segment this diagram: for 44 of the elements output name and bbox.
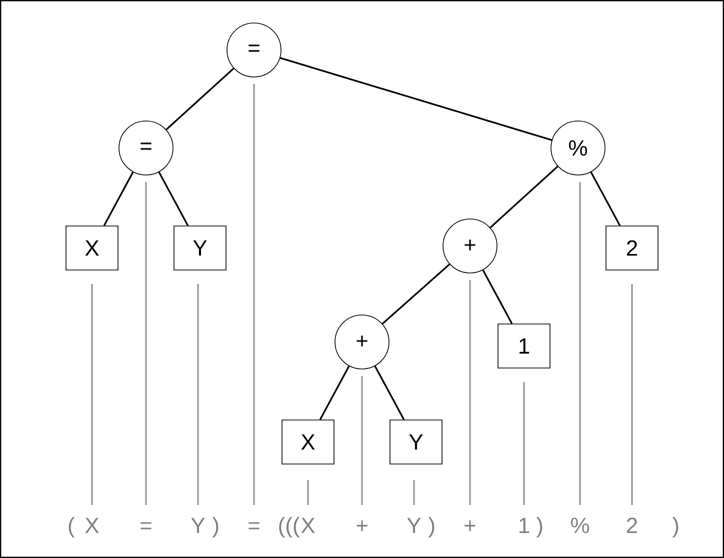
leader-line	[469, 280, 471, 505]
tree-edge	[482, 270, 513, 324]
expression-token: =	[248, 522, 260, 530]
leader-line	[579, 182, 581, 505]
expression-token: 1	[520, 518, 530, 533]
expression-token: +	[356, 520, 368, 532]
tree-edge	[166, 68, 234, 130]
expression-token: Y	[191, 518, 205, 533]
parenthesis: )	[672, 517, 678, 538]
operand-box: 2	[606, 226, 658, 270]
tree-edge	[590, 172, 621, 226]
tree-edge	[103, 172, 134, 226]
expression-token: Y	[407, 518, 421, 533]
operand-box: Y	[390, 420, 442, 464]
leader-line	[413, 480, 415, 505]
operand-box: 1	[498, 324, 550, 368]
leader-line	[91, 284, 93, 505]
tree-edge	[158, 172, 189, 226]
leader-line	[145, 182, 147, 505]
parenthesis: (((	[279, 517, 300, 538]
parenthesis: )	[428, 517, 434, 538]
operand-box: Y	[174, 226, 226, 270]
leader-line	[361, 376, 363, 505]
leader-line	[197, 284, 199, 505]
leader-line	[253, 84, 255, 505]
leader-line	[523, 382, 525, 505]
expression-token: X	[85, 518, 99, 533]
parenthesis: )	[536, 517, 542, 538]
expression-token: +	[464, 520, 476, 532]
parenthesis: (	[68, 517, 75, 538]
tree-edge	[319, 366, 350, 420]
tree-edge	[490, 166, 558, 228]
expression-token: =	[140, 522, 152, 530]
expression-token: %	[571, 518, 589, 534]
parenthesis: )	[212, 517, 218, 538]
tree-edge	[374, 366, 405, 420]
operand-box: X	[282, 420, 334, 464]
operand-box: X	[66, 226, 118, 270]
expression-token: X	[301, 518, 315, 533]
tree-edge	[280, 57, 552, 141]
leader-line	[631, 284, 633, 505]
tree-edge	[382, 264, 450, 324]
leader-line	[307, 480, 309, 505]
expression-token: 2	[627, 518, 638, 533]
